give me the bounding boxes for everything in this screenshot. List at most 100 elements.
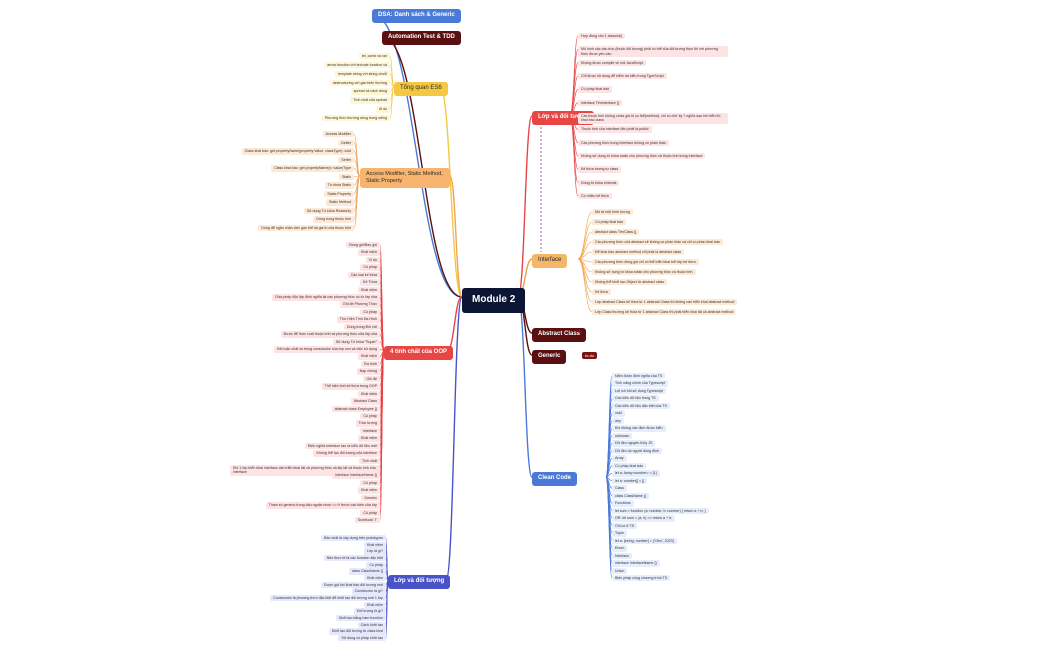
es6-node[interactable]: arrow function với lexicale function và — [324, 61, 390, 69]
branch-typescript-overview[interactable]: Clean Code — [532, 472, 578, 486]
oop-node[interactable]: Khái niệm — [358, 435, 380, 442]
interface-node[interactable]: Các thuộc tính không chứa giá trị cụ thể… — [578, 113, 728, 124]
access-node[interactable]: Từ khóa Static — [324, 182, 354, 189]
branch-oop[interactable]: 4 tính chất của OOP — [384, 346, 454, 360]
branch-automation[interactable]: Automation Test & TDD — [382, 31, 461, 45]
es6-node[interactable]: let, const và var — [358, 53, 390, 60]
es6-node[interactable]: Phương thức thường dùng trong string — [321, 115, 390, 122]
interface-node[interactable]: Không sử dụng từ khóa static cho phương … — [578, 153, 706, 160]
access-node[interactable]: Class khai báo: get propertyName(propert… — [241, 148, 354, 155]
typescript-node[interactable]: Enum — [612, 545, 628, 552]
typescript-node[interactable]: Dữ liệu do người dùng định — [612, 447, 662, 455]
class-node[interactable]: Lớp là gì? — [363, 548, 386, 555]
oop-node[interactable]: Cú pháp — [360, 509, 380, 517]
abstract-node[interactable]: abstract class TênClass {} — [592, 229, 640, 236]
oop-node[interactable]: Kế Thừa — [360, 279, 380, 286]
oop-node[interactable]: Cú pháp — [360, 308, 380, 316]
access-node[interactable]: Setter — [338, 156, 354, 164]
oop-node[interactable]: Chia phép độc lập định nghĩa lại các phư… — [271, 294, 380, 301]
access-node[interactable]: Static — [339, 173, 354, 181]
abstract-node[interactable]: Mô tả một hình tượng — [592, 209, 633, 216]
oop-node[interactable]: abstract class Employee {} — [331, 405, 380, 412]
class-node[interactable]: Khởi tạo đối tượng từ class khai — [328, 628, 386, 635]
class-node[interactable]: Sử dụng cú pháp khởi tạo — [338, 635, 386, 642]
abstract-node[interactable]: Để khai báo abstract method chỉ phải là … — [592, 249, 685, 256]
access-node[interactable]: Static Property — [324, 190, 354, 198]
oop-node[interactable]: Khái niệm — [358, 286, 380, 294]
interface-node[interactable]: Kế thừa tương tự class — [578, 166, 622, 173]
interface-node[interactable]: Mô hình các cấu trúc (thuộc đối tượng) p… — [578, 46, 728, 58]
es6-node[interactable]: spread và cách dùng — [350, 88, 390, 95]
oop-node[interactable]: Thứ Hiện Tính Đa Hình — [336, 316, 380, 323]
access-node[interactable]: Static Method — [326, 199, 354, 206]
branch-access-modifier[interactable]: Access Modifier, Static Method, Static P… — [360, 168, 450, 188]
interface-node[interactable]: Hợp đồng cho 1 class/obj — [578, 33, 625, 40]
class-node[interactable]: class ClassName {} — [348, 568, 386, 575]
branch-generic[interactable]: Abstract Class — [532, 328, 587, 342]
class-node[interactable]: Khái niệm — [364, 575, 386, 582]
typescript-node[interactable]: Interface — [612, 552, 632, 560]
access-node[interactable]: Dùng để ngăn chặn việc gán thể lại giá t… — [258, 225, 354, 232]
typescript-node[interactable]: let a: Array<number> = [1] — [612, 470, 660, 477]
typescript-node[interactable]: void — [612, 410, 625, 417]
oop-node[interactable]: Tham số generic trong dấu ngoặc nhọn <> … — [265, 502, 380, 509]
es6-node[interactable]: rỗ dụ — [375, 106, 390, 113]
class-node[interactable]: Bản chất là xây dựng trên prototypes — [321, 535, 386, 542]
branch-clean-code[interactable]: Generic — [532, 350, 567, 364]
class-node[interactable]: Cách khởi tạo — [357, 621, 386, 629]
class-node[interactable]: Đối tượng là gì? — [354, 608, 386, 615]
oop-node[interactable]: Khi 1 lớp triển khai interface cần triển… — [230, 464, 380, 476]
oop-node[interactable]: Cú pháp — [360, 264, 380, 271]
typescript-node[interactable]: let a: number[] = [] — [612, 477, 648, 485]
typescript-node[interactable]: Khi không xác định được kiểu — [612, 425, 666, 432]
es6-node[interactable]: destructuring với gán biến thường — [329, 79, 390, 87]
typescript-node[interactable]: Tính năng chính của Typescript — [612, 380, 669, 387]
class-node[interactable]: Khởi tạo bằng hàm function — [335, 615, 386, 622]
typescript-node[interactable]: Các kiểu dữ liệu đặc biệt của TS — [612, 402, 670, 410]
oop-node[interactable]: Sử dụng Từ khóa "Super" — [332, 338, 380, 346]
typescript-node[interactable]: unknown — [612, 432, 633, 440]
oop-node[interactable]: Interface — [360, 427, 380, 435]
central-topic[interactable]: Module 2 — [462, 288, 526, 313]
typescript-node[interactable]: let a: [string, number] = ['Cleo', 2023] — [612, 537, 677, 545]
oop-node[interactable]: Cú pháp — [360, 479, 380, 487]
es6-node[interactable]: Tính chất của spread — [350, 97, 390, 104]
abstract-node[interactable]: Kế thừa — [592, 289, 611, 296]
oop-node[interactable]: Ghi đè — [363, 375, 380, 383]
oop-node[interactable]: Khái niệm — [358, 390, 380, 398]
oop-node[interactable]: Được để thực xuất thuộc tính và phương t… — [280, 331, 380, 338]
interface-node[interactable]: Thuộc tính của interface đều phải là pub… — [578, 126, 652, 133]
oop-node[interactable]: interface InterfaceName {} — [332, 472, 380, 479]
typescript-node[interactable]: Functions — [612, 500, 634, 507]
oop-node[interactable]: Tính chất — [359, 457, 380, 465]
oop-node[interactable]: Cú pháp — [360, 412, 380, 420]
abstract-node[interactable]: Không sử dụng từ khóa static cho phương … — [592, 269, 696, 276]
oop-node[interactable]: Thể hiện tính kế thừa trong OOP — [321, 383, 380, 390]
branch-abstract-class[interactable]: Interface — [532, 254, 568, 268]
oop-node[interactable]: Dùng trong Đối với — [343, 323, 380, 331]
typescript-node[interactable]: Array — [612, 455, 627, 462]
interface-node[interactable]: Các phương thức trong interface không có… — [578, 139, 669, 147]
interface-node[interactable]: Dùng từ khóa extends — [578, 179, 620, 187]
class-node[interactable]: Constructor là gì? — [351, 588, 386, 595]
abstract-node[interactable]: Không thể khởi tạo Object từ abstract cl… — [592, 279, 668, 286]
oop-node[interactable]: Ví dụ — [365, 256, 380, 264]
es6-node[interactable]: template string với string chuỗi — [335, 70, 390, 78]
oop-node[interactable]: Khái niệm — [358, 487, 380, 494]
class-node[interactable]: Cú pháp — [366, 561, 386, 569]
typescript-node[interactable]: Tuple — [612, 530, 627, 537]
oop-node[interactable]: Generic — [361, 494, 380, 502]
branch-class-object[interactable]: Lớp và đối tượng — [388, 575, 451, 589]
typescript-node[interactable]: Nắm được định nghĩa của TS — [612, 373, 666, 380]
interface-node[interactable]: interface TênInterface {} — [578, 99, 623, 107]
oop-node[interactable]: Đa hình — [361, 360, 380, 368]
access-node[interactable]: Dùng trong thuộc tính — [313, 216, 354, 223]
typescript-node[interactable]: Class — [612, 485, 627, 492]
abstract-node[interactable]: Lớp Class thường kế thừa từ 1 abstract C… — [592, 309, 737, 316]
oop-node[interactable]: Kết luận chất và trong constructor của l… — [274, 346, 380, 353]
class-node[interactable]: Được gọi khi khai báo đối tượng mới — [321, 581, 386, 589]
oop-node[interactable]: Các loại kế thừa — [347, 271, 380, 279]
access-node[interactable]: Class khai báo: get propertyName(x: valu… — [271, 165, 354, 172]
abstract-node[interactable]: Cú pháp khai báo — [592, 219, 627, 226]
typescript-node[interactable]: let sum = function (a: number, b: number… — [612, 507, 709, 515]
